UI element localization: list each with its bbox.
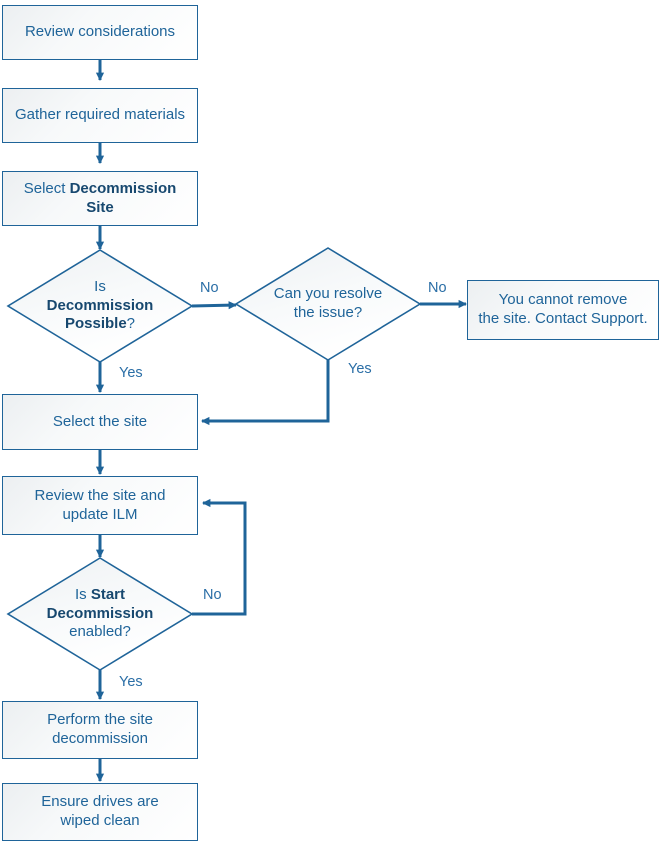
node-is-start-decommission-enabled-label: Is Start Decommission enabled?: [8, 586, 192, 642]
connector-possible-no-to-resolve: [191, 301, 237, 310]
node-is-decommission-possible[interactable]: Is Decommission Possible?: [8, 250, 192, 362]
connector-resolve-yes-to-select-site: [201, 360, 330, 426]
edge-label-start-yes: Yes: [119, 674, 143, 690]
edge-label-possible-no: No: [200, 280, 219, 296]
node-ensure-drives-wiped[interactable]: Ensure drives are wiped clean: [2, 783, 198, 841]
node-is-decommission-possible-label: Is Decommission Possible?: [8, 278, 192, 334]
ensure-wiped-line2: wiped clean: [60, 812, 140, 829]
edge-label-resolve-yes: Yes: [348, 361, 372, 377]
cannot-remove-line1: You cannot remove: [498, 291, 628, 309]
node-review-update-ilm-label: Review the site and update ILM: [27, 487, 174, 525]
edge-label-start-no: No: [203, 587, 222, 603]
possible-line1: Is: [94, 277, 106, 295]
node-cannot-remove-site[interactable]: You cannot remove the site. Contact Supp…: [467, 280, 659, 340]
node-ensure-drives-wiped-label: Ensure drives are wiped clean: [33, 793, 167, 831]
node-review-considerations[interactable]: Review considerations: [2, 5, 198, 60]
node-select-the-site[interactable]: Select the site: [2, 394, 198, 450]
perform-line1: Perform the site: [47, 711, 153, 729]
resolve-line2: the issue?: [293, 304, 363, 321]
node-perform-decommission-label: Perform the site decommission: [39, 711, 161, 749]
possible-line2-bold: Decommission: [46, 296, 154, 314]
possible-line3-bold: Possible: [64, 315, 127, 333]
select-decommission-site-bold: Decommission Site: [69, 179, 177, 216]
node-select-decommission-site[interactable]: Select Decommission Site: [2, 171, 198, 226]
node-gather-required-materials-label: Gather required materials: [14, 106, 186, 124]
start-line2-bold: Decommission: [46, 604, 154, 622]
node-can-you-resolve-label: Can you resolve the issue?: [236, 285, 420, 323]
node-select-decommission-site-label: Select Decommission Site: [3, 180, 197, 218]
node-review-update-ilm[interactable]: Review the site and update ILM: [2, 476, 198, 535]
start-line3: enabled?: [69, 623, 131, 641]
node-select-the-site-label: Select the site: [52, 412, 148, 430]
start-line1-prefix: Is: [74, 585, 91, 603]
node-is-start-decommission-enabled[interactable]: Is Start Decommission enabled?: [8, 558, 192, 670]
possible-line3-suffix: ?: [126, 315, 136, 333]
resolve-line1: Can you resolve: [273, 285, 383, 303]
node-can-you-resolve[interactable]: Can you resolve the issue?: [236, 248, 420, 360]
select-prefix-text: Select: [23, 179, 70, 197]
node-perform-decommission[interactable]: Perform the site decommission: [2, 701, 198, 759]
perform-line2: decommission: [52, 730, 148, 747]
review-ilm-line2: update ILM: [62, 505, 138, 523]
edge-label-possible-yes: Yes: [119, 365, 143, 381]
ensure-wiped-line1: Ensure drives are: [41, 793, 159, 811]
cannot-remove-line2: the site. Contact Support.: [478, 310, 648, 327]
review-ilm-line1: Review the site and: [34, 486, 166, 504]
node-review-considerations-label: Review considerations: [24, 23, 176, 41]
edge-label-resolve-no: No: [428, 280, 447, 296]
node-cannot-remove-site-label: You cannot remove the site. Contact Supp…: [470, 291, 655, 329]
connector-start-no-loop-to-review-ilm: [192, 498, 247, 616]
node-gather-required-materials[interactable]: Gather required materials: [2, 88, 198, 143]
start-line1-bold: Start: [90, 585, 126, 603]
